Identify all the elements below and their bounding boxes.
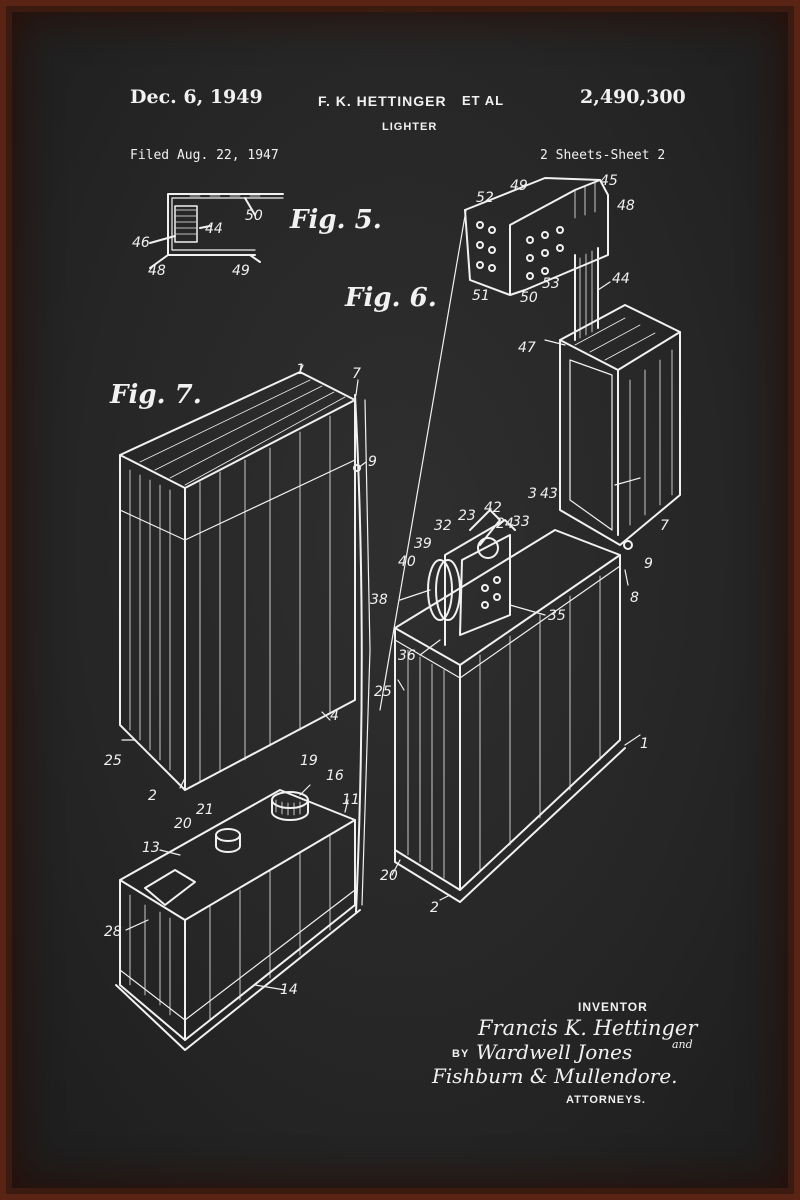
numeral: 1 (296, 362, 305, 378)
numeral: 19 (300, 753, 318, 769)
numeral: 49 (510, 178, 528, 194)
numeral: 28 (104, 924, 122, 940)
numeral: 44 (612, 271, 630, 287)
numeral: 2 (148, 788, 157, 804)
numeral: 2 (430, 900, 439, 916)
numeral: 48 (617, 198, 635, 214)
fig6-lid (559, 247, 681, 546)
numeral: 4 (330, 708, 339, 724)
fig7-insert (115, 789, 361, 1051)
fig6-label: Fig. 6. (344, 283, 437, 313)
numeral: 38 (370, 592, 388, 608)
numeral: 20 (174, 816, 192, 832)
fig7-lid (119, 371, 361, 791)
numeral: 49 (232, 263, 250, 279)
numeral: 45 (600, 173, 618, 189)
numeral: 7 (660, 518, 669, 534)
inventor-short-name: F. K. HETTINGER (318, 93, 447, 109)
sheet-count: 2 Sheets-Sheet 2 (540, 148, 666, 163)
numeral: 3 (528, 486, 537, 502)
numeral: 1 (640, 736, 649, 752)
numeral: 36 (398, 648, 416, 664)
numeral: 40 (398, 554, 416, 570)
fig6-body (394, 529, 633, 903)
reference-numerals: 44 46 48 49 50 52 49 45 48 51 50 53 44 4… (104, 173, 669, 998)
numeral: 42 (484, 500, 502, 516)
inventor-signature-name: Francis K. Hettinger (478, 1016, 698, 1040)
attorneys-label: ATTORNEYS. (566, 1094, 646, 1106)
numeral: 50 (520, 290, 538, 306)
filed-date: Filed Aug. 22, 1947 (130, 148, 279, 163)
numeral: 21 (196, 802, 214, 818)
numeral: 32 (434, 518, 452, 534)
by-label: BY (452, 1048, 470, 1060)
numeral: 33 (512, 514, 530, 530)
fig5-label: Fig. 5. (289, 205, 382, 235)
patent-date: Dec. 6, 1949 (130, 86, 263, 108)
numeral: 11 (342, 792, 360, 808)
numeral: 35 (548, 608, 566, 624)
fig6-clip (464, 177, 609, 296)
law-firm-name: Fishburn & Mullendore. (432, 1064, 678, 1088)
fig6-chimney (427, 509, 516, 646)
numeral: 52 (476, 190, 494, 206)
numeral: 7 (352, 366, 361, 382)
numeral: 9 (368, 454, 377, 470)
numeral: 39 (414, 536, 432, 552)
et-al: ET AL (462, 93, 505, 108)
numeral: 47 (518, 340, 536, 356)
numeral: 48 (148, 263, 166, 279)
numeral: 24 (496, 516, 514, 532)
attorney-name: Wardwell Jones (476, 1040, 633, 1064)
numeral: 9 (644, 556, 653, 572)
numeral: 25 (374, 684, 392, 700)
and-label: and (672, 1038, 693, 1051)
numeral: 53 (542, 276, 560, 292)
numeral: 44 (205, 221, 223, 237)
numeral: 14 (280, 982, 298, 998)
numeral: 16 (326, 768, 344, 784)
numeral: 43 (540, 486, 558, 502)
numeral: 51 (472, 288, 490, 304)
patent-title: LIGHTER (382, 121, 438, 133)
numeral: 46 (132, 235, 150, 251)
inventor-label: INVENTOR (578, 1000, 648, 1014)
numeral: 20 (380, 868, 398, 884)
numeral: 25 (104, 753, 122, 769)
patent-number: 2,490,300 (580, 86, 686, 108)
numeral: 23 (458, 508, 476, 524)
fig7-label: Fig. 7. (109, 380, 202, 410)
fig5-drawing (149, 193, 284, 269)
numeral: 13 (142, 840, 160, 856)
numeral: 50 (245, 208, 263, 224)
numeral: 8 (630, 590, 639, 606)
